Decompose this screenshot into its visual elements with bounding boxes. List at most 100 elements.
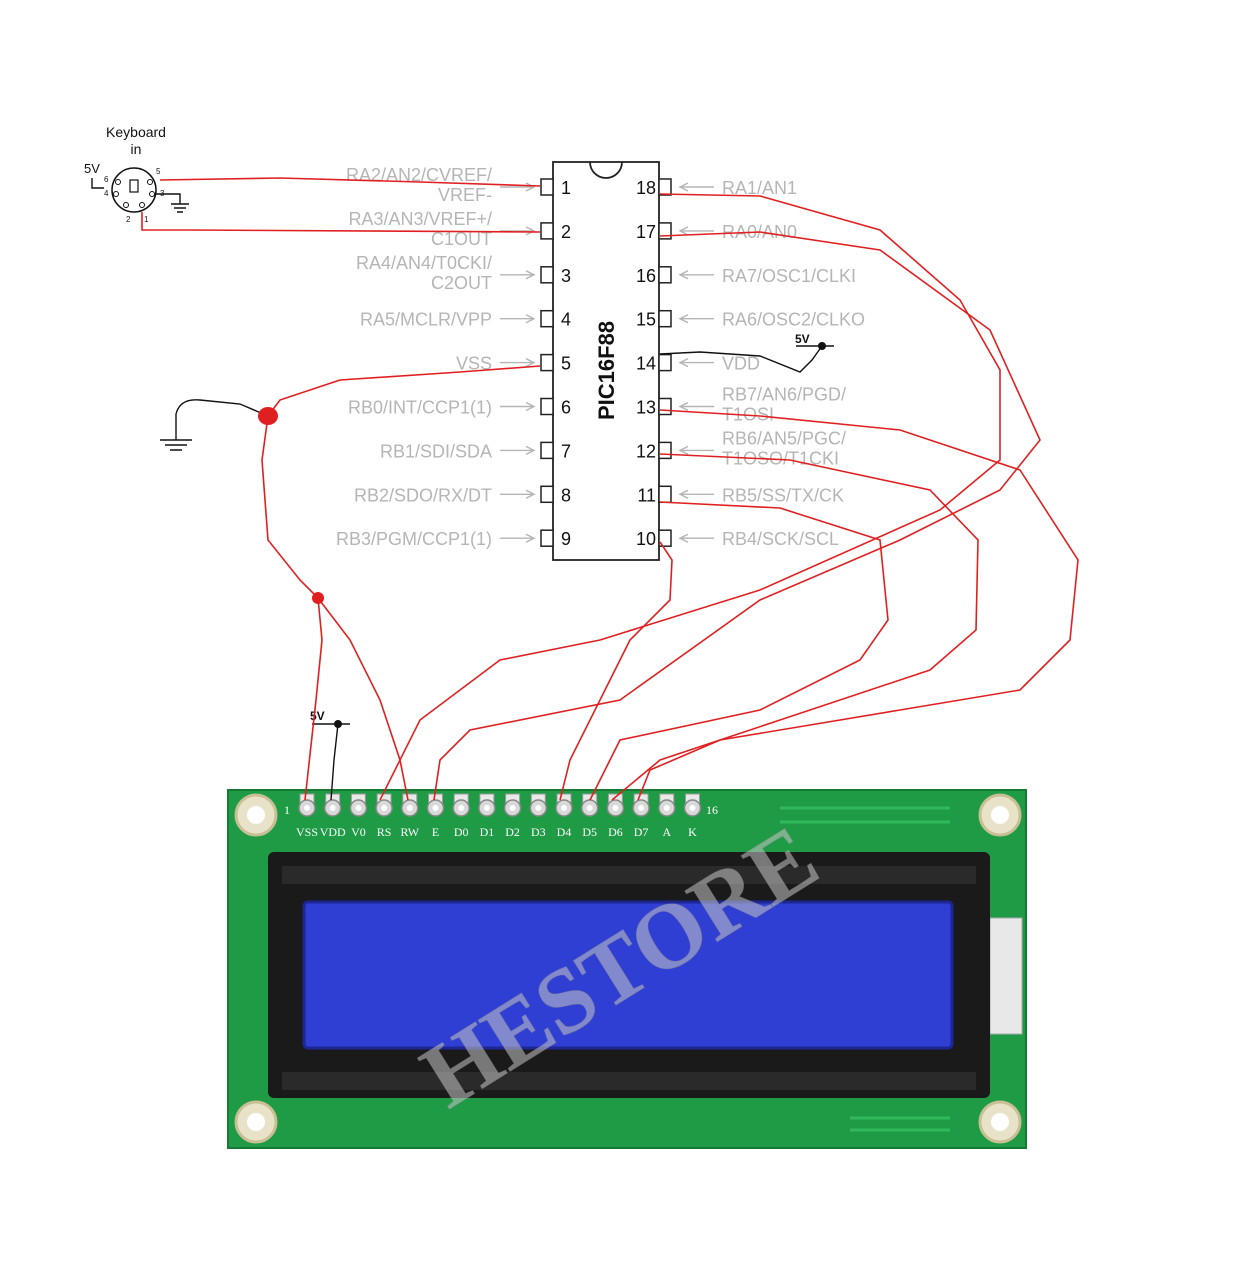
- chip-pin-label-11: RB5/SS/TX/CK: [722, 485, 844, 505]
- mounting-hole-bottom-right-center: [991, 1113, 1009, 1131]
- chip-pin-arrow-15: [678, 314, 714, 324]
- chip-pin-label-2: RA3/AN3/VREF+/: [348, 209, 492, 229]
- pcb-traces-top: [780, 806, 950, 824]
- din-pin-5: [147, 179, 153, 185]
- chip-pin-label-15: RA6/OSC2/CLKO: [722, 310, 865, 330]
- keyboard-connector: Keyboard in 5V 5 4 3 2 1 6: [84, 124, 189, 224]
- chip-part-name: PIC16F88: [594, 321, 619, 420]
- chip-pin-arrow-7: [500, 445, 536, 456]
- chip-pin-pad-7: [540, 441, 554, 460]
- mounting-holes: [234, 793, 1022, 1144]
- chip-pin-pad-1: [540, 178, 554, 196]
- chip-pin-number-4: 4: [561, 310, 571, 330]
- wire-lcd-vss: [304, 597, 323, 801]
- lcd-pin-label-d5: D5: [582, 825, 597, 839]
- pic-chip: PIC16F88: [552, 161, 660, 561]
- chip-pin-label-8: RB2/SDO/RX/DT: [354, 485, 492, 505]
- chip-pin-number-13: 13: [636, 398, 656, 418]
- chip-pin-number-17: 17: [636, 222, 656, 242]
- lcd-vdd-label: 5V: [310, 709, 325, 723]
- lcd-pin-hole-3: [355, 805, 362, 811]
- din-pin-2: [123, 202, 129, 208]
- chip-vdd-label: 5V: [795, 332, 810, 346]
- lcd-pin-hole-7: [458, 805, 465, 811]
- backlight-connector: [989, 917, 1023, 1035]
- din-key-notch: [129, 179, 139, 193]
- bezel-bottom-strip: [282, 1072, 976, 1090]
- main-ground: [160, 399, 269, 451]
- lcd-pin-hole-13: [612, 805, 619, 811]
- chip-pin-pad-18: [658, 178, 672, 196]
- chip-pin-arrow-17: [678, 226, 714, 236]
- wire-lcd-d6: [611, 453, 979, 801]
- chip-pin-arrow-13: [678, 401, 714, 412]
- chip-pin-arrow-9: [500, 533, 536, 543]
- chip-pin-pad-6: [540, 397, 554, 416]
- lcd-pin-label-rs: RS: [377, 825, 392, 839]
- chip-pin-number-6: 6: [561, 398, 571, 418]
- chip-pin-arrow-5: [500, 357, 536, 368]
- lcd-pin-hole-12: [586, 805, 593, 811]
- chip-pin-number-18: 18: [636, 178, 656, 198]
- chip-pin-pad-5: [540, 353, 554, 372]
- chip-pin-pad-13: [658, 397, 672, 416]
- lcd-pin-label-d6: D6: [608, 825, 623, 839]
- chip-pin-arrow-11: [678, 489, 714, 499]
- keyboard-vcc-label: 5V: [84, 161, 100, 176]
- chip-pin-pad-11: [658, 485, 672, 504]
- lcd-pin-label-d4: D4: [557, 825, 572, 839]
- chip-pin-arrow-1: [500, 182, 536, 192]
- lcd-pin-label-a: A: [662, 825, 671, 839]
- chip-pin-arrow-16: [678, 270, 714, 280]
- lcd-pin-hole-6: [432, 805, 439, 811]
- lcd-pin-hole-15: [663, 805, 670, 811]
- lcd-pin-label-e: E: [432, 825, 439, 839]
- chip-pin-label-12: RB6/AN5/PGC/: [722, 428, 846, 448]
- chip-pin-pad-9: [540, 529, 554, 547]
- chip-pin-arrow-2: [500, 226, 536, 236]
- lcd-pin-label-d2: D2: [505, 825, 520, 839]
- lcd-pin-hole-10: [535, 805, 542, 811]
- chip-vdd-supply: 5V: [659, 332, 834, 373]
- lcd-first-pin-marker: 1: [284, 803, 290, 817]
- din-label-2: 2: [126, 215, 131, 224]
- din-pin-1: [139, 202, 145, 208]
- chip-pin-label-18: RA1/AN1: [722, 178, 797, 198]
- ground-junction-dot: [258, 407, 278, 425]
- chip-pin-label-1: RA2/AN2/CVREF/: [346, 165, 492, 185]
- lcd-pin-label-v0: V0: [351, 825, 366, 839]
- lcd-pin-hole-1: [304, 805, 310, 811]
- chip-pin-pad-16: [658, 266, 672, 284]
- chip-pin-number-14: 14: [636, 354, 656, 374]
- lcd-pin-hole-16: [689, 805, 696, 811]
- chip-pin-number-12: 12: [636, 441, 656, 461]
- chip-pin-pad-12: [658, 441, 672, 460]
- chip-pins: 1RA2/AN2/CVREF/VREF-2RA3/AN3/VREF+/C1OUT…: [336, 165, 865, 549]
- mounting-hole-top-right-center: [991, 806, 1009, 824]
- chip-pin-number-16: 16: [636, 266, 656, 286]
- chip-pin-label-3: RA4/AN4/T0CKI/: [356, 253, 492, 273]
- chip-pin-number-1: 1: [561, 178, 571, 198]
- chip-pin-pad-4: [540, 309, 554, 328]
- keyboard-ground-wire: [156, 193, 181, 204]
- keyboard-ground-icon: [171, 203, 189, 213]
- keyboard-title: Keyboard: [106, 124, 166, 140]
- lcd-pin-label-d1: D1: [480, 825, 495, 839]
- lcd-screen: [304, 902, 952, 1048]
- din-label-5: 5: [156, 167, 161, 176]
- wire-lcd-d7: [637, 409, 1079, 801]
- bezel-top-strip: [282, 866, 976, 884]
- lcd-vdd-wire: [330, 723, 339, 801]
- chip-pin-arrow-18: [678, 182, 714, 192]
- pcb-traces-bottom: [850, 1116, 950, 1132]
- lcd-pin-hole-11: [561, 805, 567, 811]
- chip-pin-label2-1: VREF-: [438, 185, 492, 205]
- chip-pin-label-4: RA5/MCLR/VPP: [360, 310, 492, 330]
- chip-pin-pad-14: [658, 353, 672, 372]
- lcd-pin-hole-9: [509, 805, 516, 811]
- chip-pin-label2-2: C1OUT: [431, 229, 492, 249]
- keyboard-subtitle: in: [131, 141, 142, 157]
- wire-lcd-rw: [317, 597, 409, 801]
- wire-keyboard-data: [141, 212, 541, 233]
- chip-pin-number-15: 15: [636, 310, 656, 330]
